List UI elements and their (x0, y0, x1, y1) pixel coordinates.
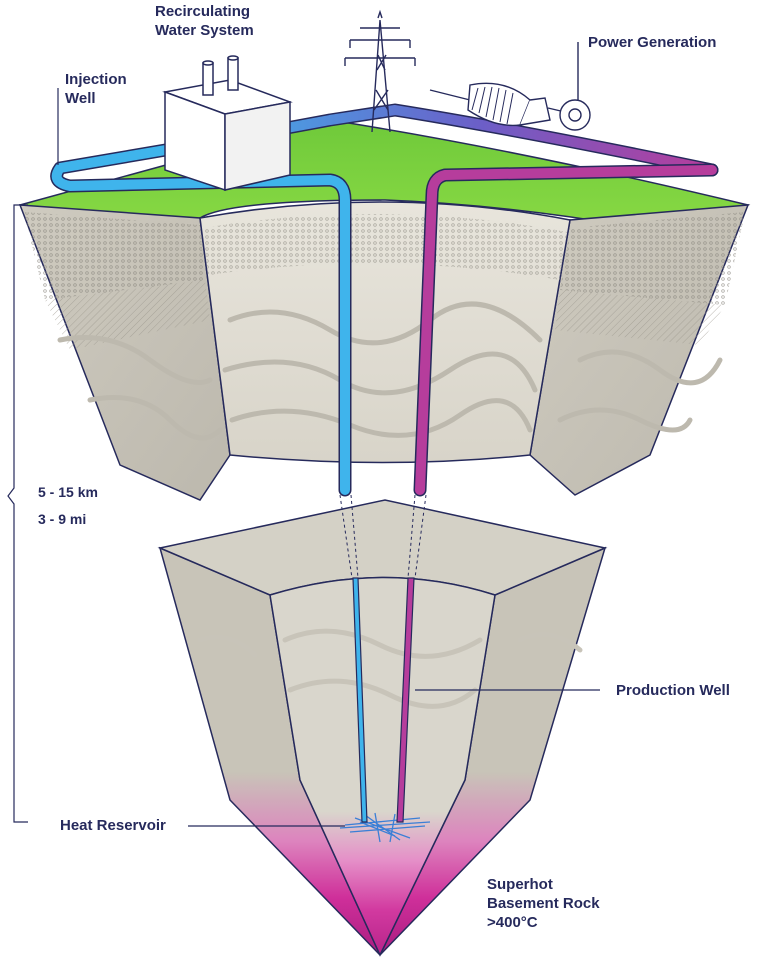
injection-well-label-line2: Well (65, 90, 96, 107)
depth-km-label: 5 - 15 km (38, 484, 98, 500)
well-connectors (339, 494, 427, 579)
superhot-label-line1: Superhot (487, 876, 553, 893)
recirculating-label: Recirculating Water System (155, 2, 254, 40)
lower-contours (197, 628, 583, 709)
deep-production-well (396, 577, 415, 823)
leader-lines (57, 88, 600, 827)
strata-right-hatch (555, 290, 725, 345)
strata-left-hatch (45, 280, 210, 350)
recirculating-label-line2: Water System (155, 22, 254, 39)
water-system-building (162, 55, 293, 192)
depth-bracket (7, 204, 28, 823)
heat-reservoir-fractures (339, 812, 431, 843)
recirculating-label-line1: Recirculating (155, 3, 251, 20)
rock-contours (57, 301, 723, 441)
strata-right (560, 212, 745, 305)
injection-well-label: Injection Well (65, 70, 127, 108)
heat-reservoir-label: Heat Reservoir (60, 817, 166, 834)
production-well-label: Production Well (616, 682, 730, 699)
deep-injection-well (352, 577, 368, 823)
transmission-tower (344, 9, 416, 133)
power-generation-label: Power Generation (588, 34, 717, 51)
superhot-rock-label: Superhot Basement Rock >400°C (487, 875, 600, 932)
inner-strata (203, 213, 567, 280)
strata-left (24, 212, 205, 300)
injection-well-label-line1: Injection (65, 71, 127, 88)
depth-mi-label: 3 - 9 mi (38, 511, 87, 527)
superhot-label-line2: Basement Rock (487, 895, 600, 912)
superhot-label-line3: >400°C (487, 914, 538, 931)
generator-turbine (429, 42, 591, 131)
